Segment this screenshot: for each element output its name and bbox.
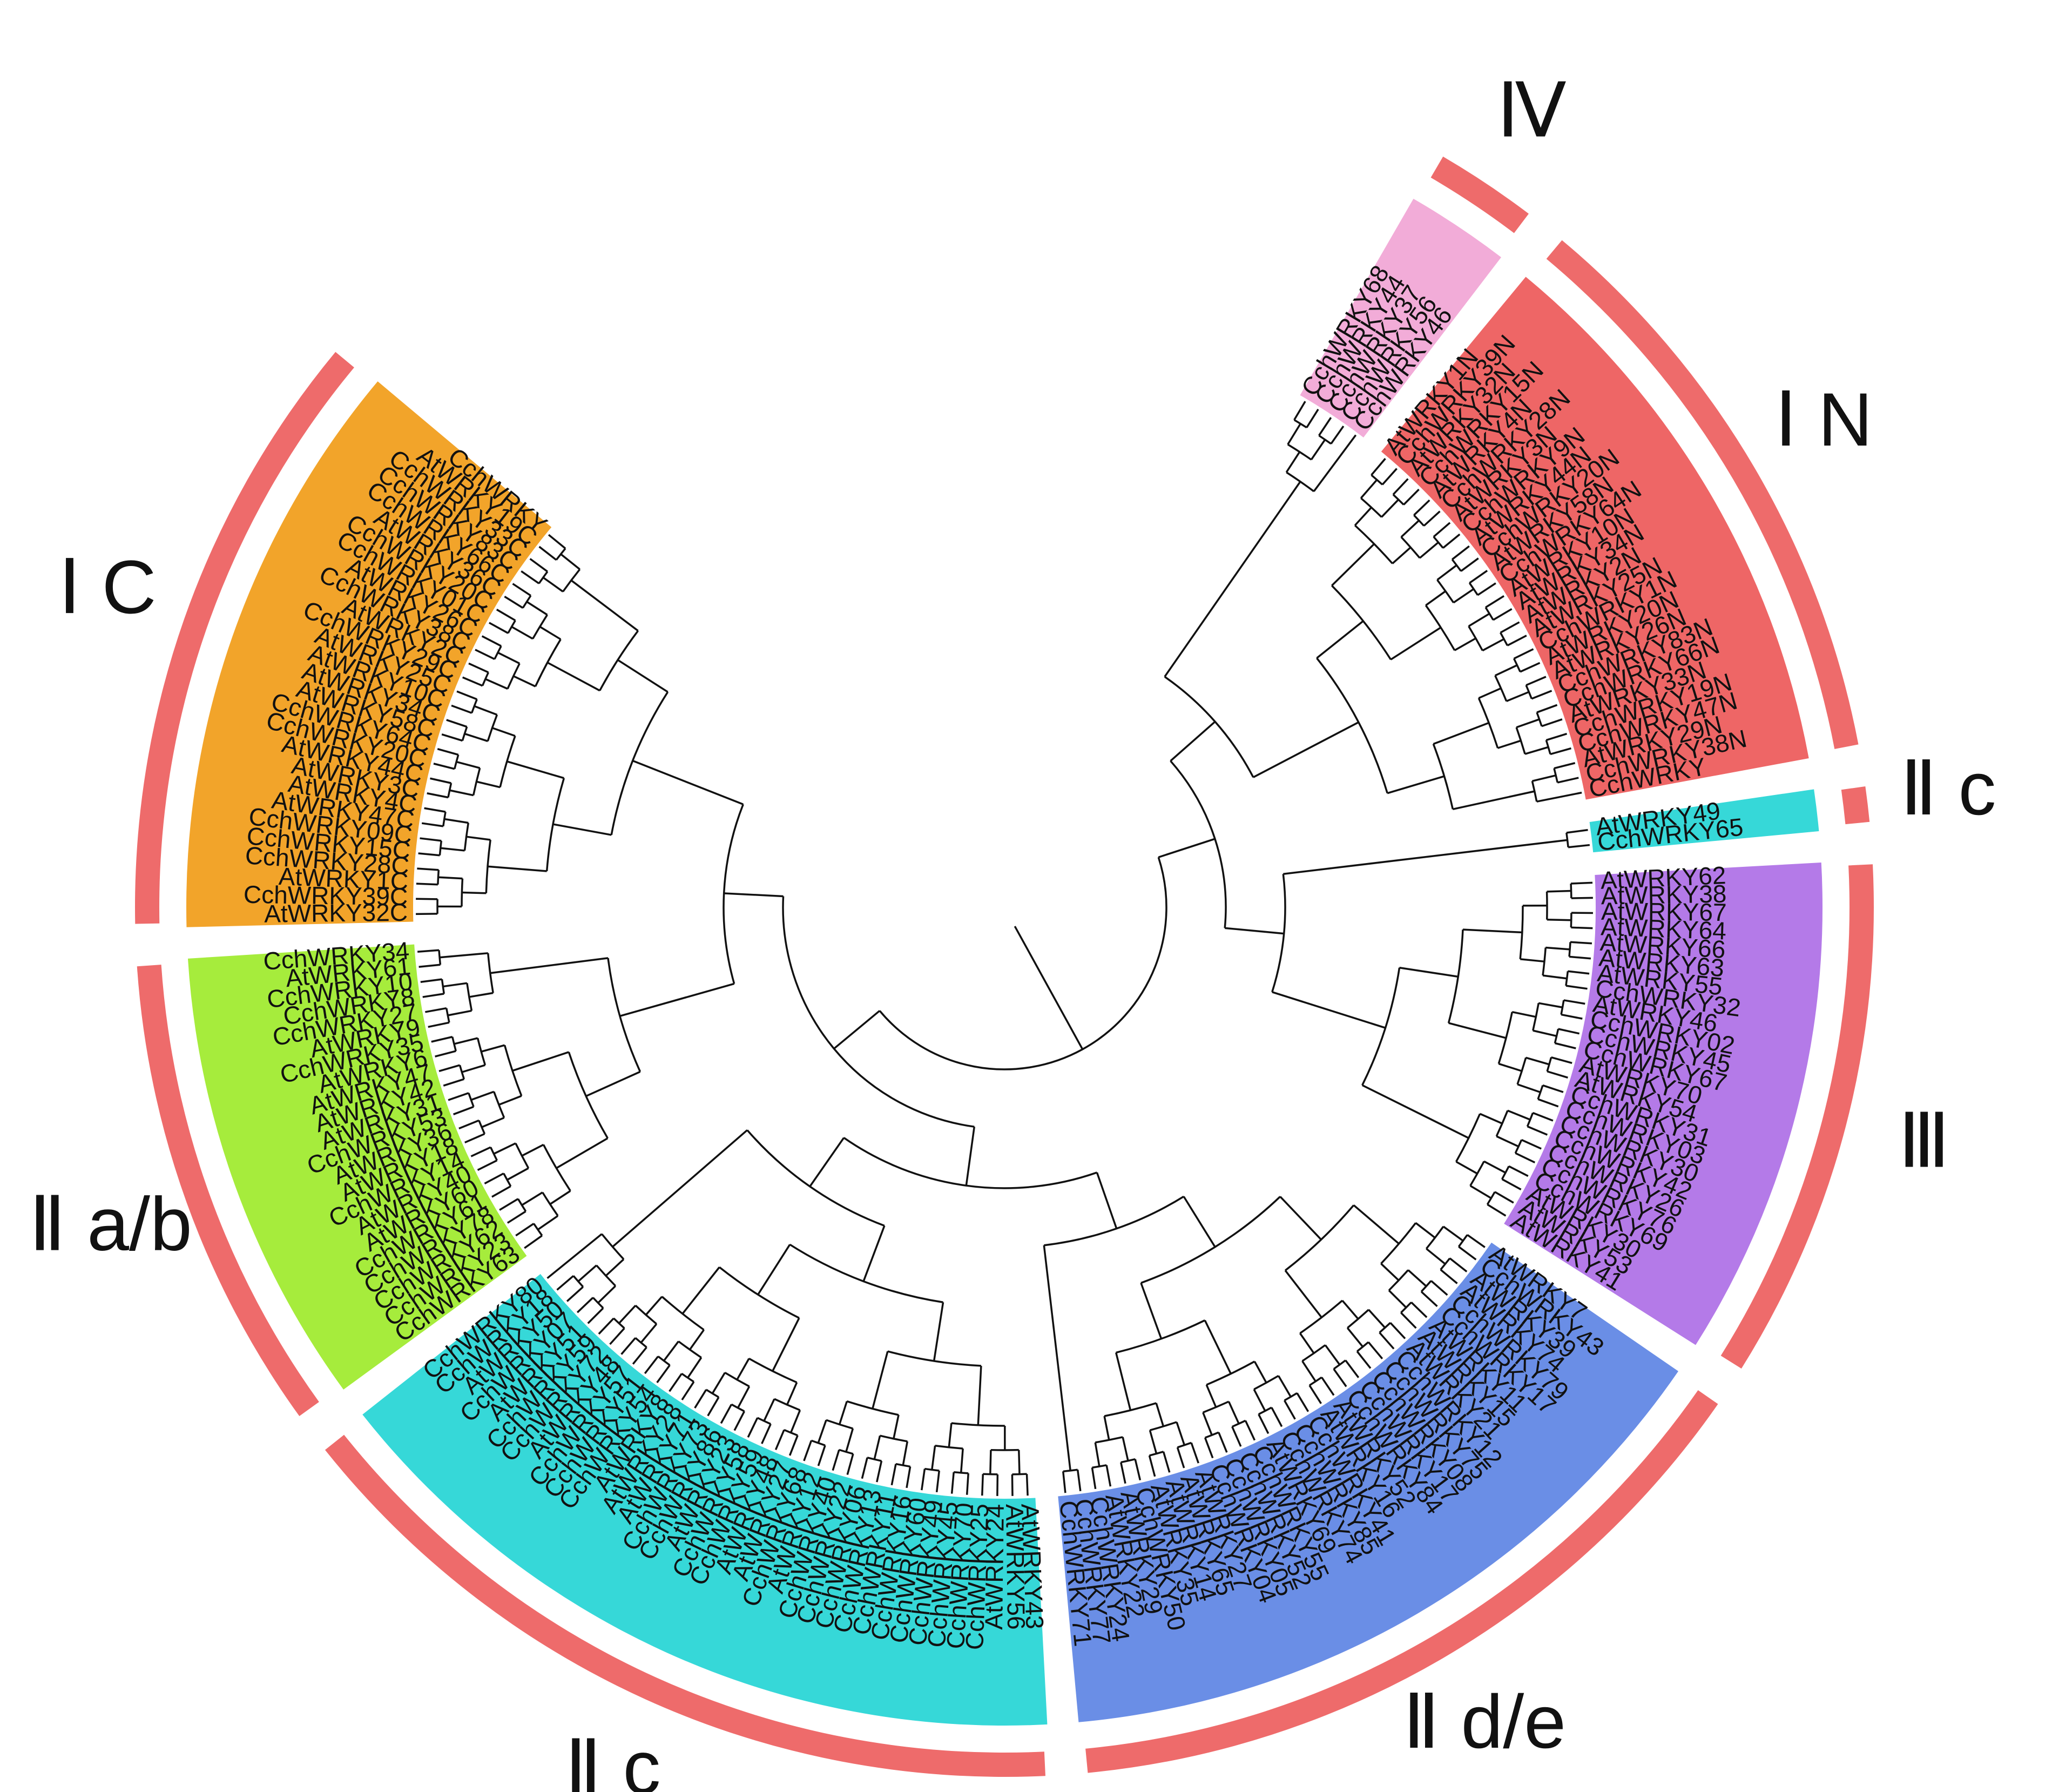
clade-sector bbox=[1589, 789, 1819, 853]
clade-label: Ⅱ c bbox=[1900, 746, 1996, 831]
clade-color-sectors bbox=[186, 198, 1823, 1726]
clade-label: Ⅱ d/e bbox=[1403, 1679, 1566, 1764]
clade-label: Ⅲ bbox=[1898, 1099, 1950, 1183]
clade-ring-segment bbox=[1720, 864, 1874, 1369]
clade-sector bbox=[1058, 1242, 1679, 1722]
clade-ring-segment bbox=[1430, 156, 1529, 233]
leaf-label: CchWRKY39C bbox=[244, 880, 408, 911]
leaf-label: AtWRKY1C bbox=[278, 862, 409, 895]
leaf-label: AtWRKY38 bbox=[1601, 880, 1726, 910]
clade-sector bbox=[186, 381, 552, 927]
leaf-label: AtWRKY67 bbox=[1601, 897, 1727, 926]
clade-ring-segment bbox=[1841, 786, 1870, 825]
clade-label: Ⅱ c bbox=[565, 1725, 661, 1792]
leaf-labels: CchWRKY68CchWRKY44CchWRKY37CchWRKY56CchW… bbox=[244, 260, 1750, 1650]
clade-label: Ⅳ bbox=[1497, 68, 1567, 153]
leaf-label: AtWRKY62 bbox=[1600, 861, 1727, 894]
clade-ring-segment bbox=[135, 352, 354, 924]
leaf-label: AtWRKY32C bbox=[264, 898, 408, 928]
leaf-label: AtWRKY64 bbox=[1601, 912, 1727, 945]
tree-branches bbox=[416, 401, 1593, 1496]
clade-label: Ⅰ C bbox=[58, 544, 156, 629]
clade-ring-segment bbox=[1546, 240, 1859, 749]
clade-sector bbox=[1504, 862, 1823, 1345]
clade-ring-segment bbox=[325, 1434, 1045, 1777]
leaf-label: AtWRKY43 bbox=[1016, 1503, 1049, 1630]
clade-label: Ⅱ a/b bbox=[29, 1182, 192, 1266]
leaf-label: CchWRKY25 bbox=[960, 1503, 994, 1650]
clade-labels: Ⅳ Ⅰ N Ⅱ c Ⅲ Ⅱ d/e Ⅱ c Ⅱ a/b Ⅰ C bbox=[29, 68, 1996, 1792]
clade-sector bbox=[362, 1274, 1048, 1726]
leaf-label: AtWRKY56 bbox=[1001, 1504, 1030, 1629]
outer-clade-ring bbox=[135, 156, 1874, 1777]
clade-ring-segment bbox=[137, 965, 319, 1417]
leaf-label: AtWRKY24 bbox=[980, 1504, 1009, 1630]
clade-sector bbox=[187, 944, 527, 1390]
clade-sector bbox=[1381, 277, 1809, 800]
clade-label: Ⅰ N bbox=[1775, 377, 1873, 462]
clade-sector bbox=[1300, 198, 1501, 438]
